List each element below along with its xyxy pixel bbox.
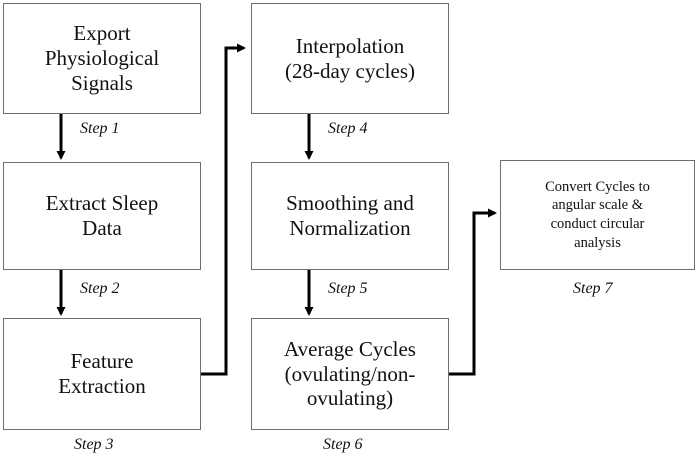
step-3-label: Step 3	[74, 436, 114, 453]
step-7-label: Step 7	[573, 280, 613, 297]
box-smoothing: Smoothing and Normalization	[251, 162, 449, 270]
step-1-label: Step 1	[80, 120, 120, 137]
box-convert-cycles: Convert Cycles to angular scale & conduc…	[500, 160, 695, 270]
box-interpolation: Interpolation (28-day cycles)	[251, 3, 449, 114]
step-5-label: Step 5	[328, 280, 368, 297]
step-2-label: Step 2	[80, 280, 120, 297]
step-4-label: Step 4	[328, 120, 368, 137]
box-average-cycles: Average Cycles (ovulating/non- ovulating…	[251, 318, 449, 430]
arrow-step-3	[201, 43, 246, 376]
arrow-step-6	[449, 208, 497, 376]
box-extract-sleep: Extract Sleep Data	[3, 162, 201, 270]
box-export-signals: Export Physiological Signals	[3, 3, 201, 114]
step-6-label: Step 6	[323, 436, 363, 453]
box-feature-extraction: Feature Extraction	[3, 318, 201, 430]
